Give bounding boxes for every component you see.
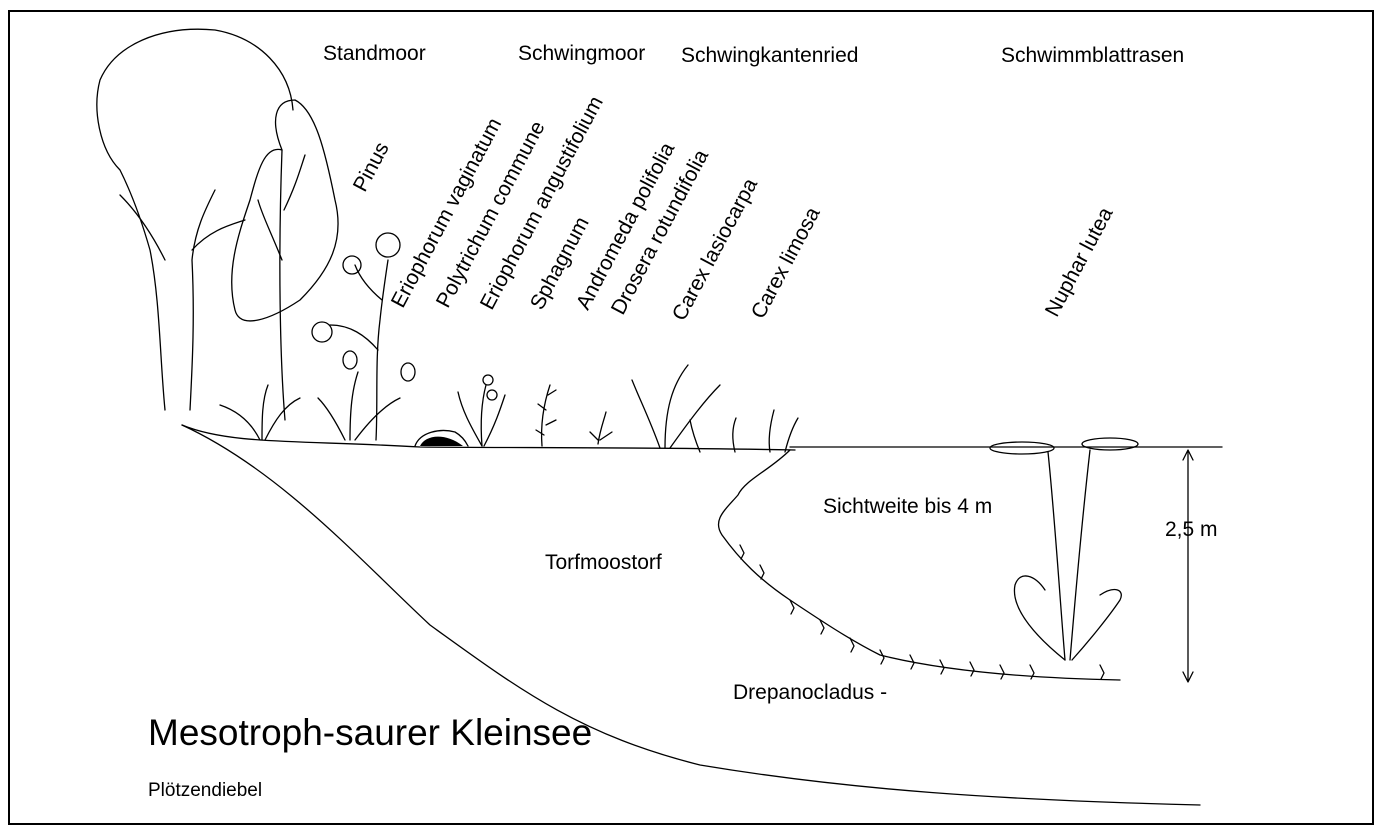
peat-edge-line [718,450,1120,680]
polytrichum-fill [420,437,463,446]
pinus-sprig-drawing [312,233,400,440]
sedge-drawing [632,365,798,452]
diagram-subtitle: Plötzendiebel [148,780,262,802]
zone-label-schwingkantenried: Schwingkantenried [681,44,858,68]
drepanocladus-drawing [740,545,1104,679]
label-drepanocladus: Drepanocladus - [733,681,887,705]
sphagnum-drawing [536,385,556,446]
pine-tree-drawing [232,100,338,420]
drosera-drawing [590,412,612,444]
depth-arrow [1183,450,1193,682]
zone-label-schwimmblattrasen: Schwimmblattrasen [1001,44,1184,68]
label-depth: 2,5 m [1165,518,1218,542]
eriophorum-angustifolium-drawing [458,375,505,446]
zone-label-schwingmoor: Schwingmoor [518,42,645,66]
diagram-title: Mesotroph-saurer Kleinsee [148,712,592,754]
nuphar-drawing [990,438,1138,660]
label-peat: Torfmoostorf [545,551,662,575]
label-visibility: Sichtweite bis 4 m [823,495,992,519]
tree-drawing [97,29,293,410]
zone-label-standmoor: Standmoor [323,42,426,66]
grass-tuft-drawing [220,351,415,440]
